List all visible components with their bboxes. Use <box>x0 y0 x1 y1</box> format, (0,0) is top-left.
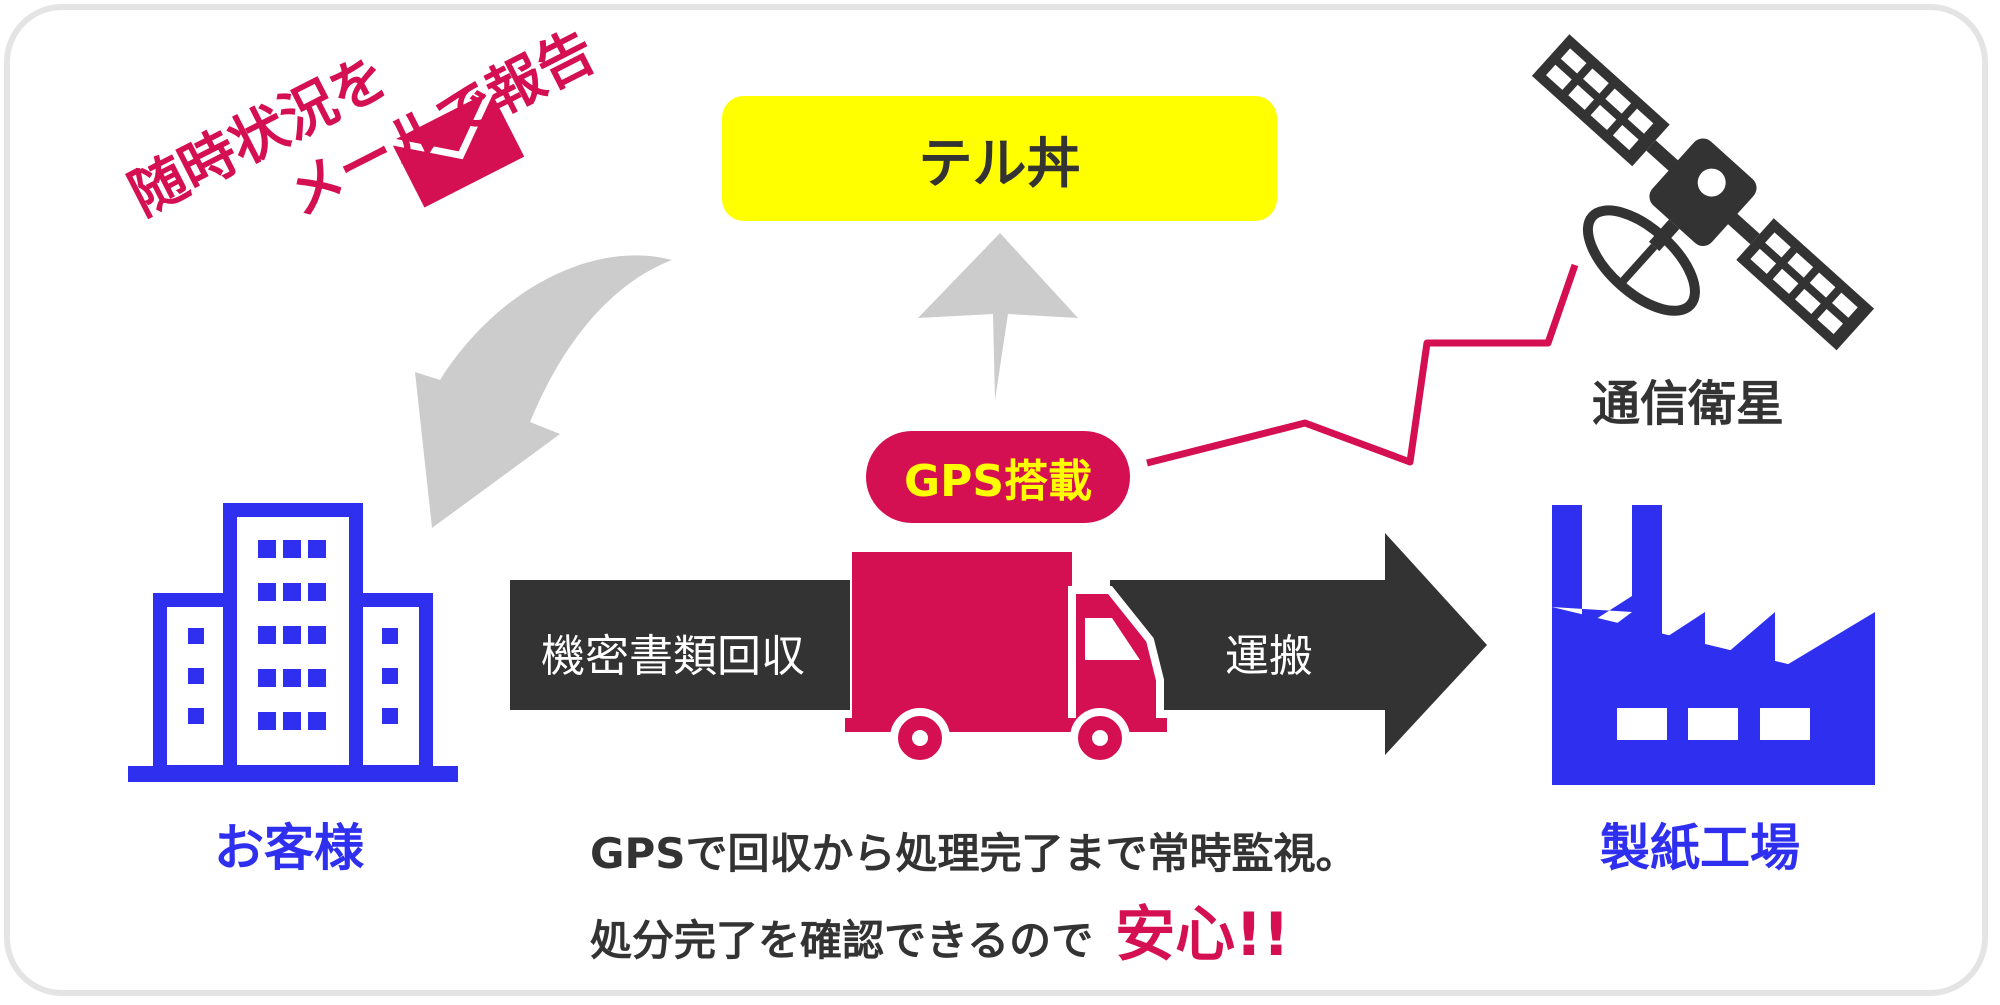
caption-emphasis: 安心!! <box>1115 900 1290 970</box>
customer-label: お客様 <box>214 819 364 877</box>
truck-icon <box>845 552 1167 768</box>
gps-badge: GPS搭載 <box>866 431 1130 523</box>
transport-label: 運搬 <box>1225 631 1313 682</box>
gps-badge-label: GPS搭載 <box>903 456 1093 507</box>
transport-arrow <box>1110 533 1487 755</box>
factory-label: 製紙工場 <box>1600 819 1800 877</box>
caption-line-2: 処分完了を確認できるので <box>590 916 1094 965</box>
factory-icon <box>1552 505 1875 785</box>
satellite-icon <box>1531 34 1875 351</box>
caption-line-2-row: 処分完了を確認できるので 安心!! <box>590 886 1290 973</box>
building-icon <box>128 503 458 782</box>
upload-arrow <box>918 233 1078 400</box>
caption-line-1: GPSで回収から処理完了まで常時監視。 <box>590 829 1358 878</box>
collect-band <box>510 580 850 710</box>
satellite-label: 通信衛星 <box>1592 376 1785 432</box>
collect-label: 機密書類回収 <box>541 631 805 682</box>
report-arrow <box>415 255 672 528</box>
brand-name-box: テル丼 <box>722 96 1277 221</box>
signal-line <box>1146 263 1579 467</box>
brand-name: テル丼 <box>918 132 1081 195</box>
envelope-icon <box>390 89 525 208</box>
